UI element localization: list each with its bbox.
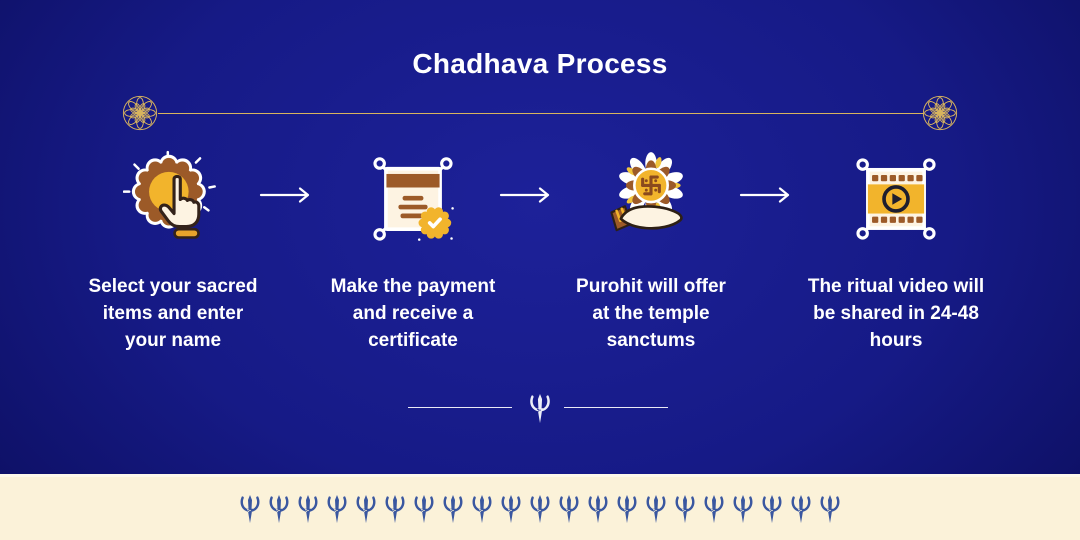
- caption-line: Purohit will offer: [576, 276, 726, 297]
- trident-icon: [414, 495, 434, 524]
- step-3-caption: Purohit will offer at the temple sanctum…: [526, 273, 776, 354]
- ritual-video-icon: [846, 150, 946, 250]
- caption-line: items and enter: [102, 303, 244, 324]
- right-arrow-icon: [499, 187, 550, 203]
- certificate-icon: [363, 150, 463, 250]
- trident-icon: [472, 495, 492, 524]
- caption-line: hours: [869, 330, 923, 351]
- caption-line: sanctums: [606, 330, 696, 351]
- caption-line: be shared in 24-48: [813, 303, 979, 324]
- right-arrow-icon: [739, 187, 790, 203]
- play-icon: [882, 185, 910, 213]
- footer-band: [0, 474, 1080, 540]
- step-4: The ritual video will be shared in 24-48…: [771, 150, 1021, 354]
- swastika-symbol: [641, 175, 661, 196]
- trident-icon: [530, 495, 550, 524]
- trident-icon: [733, 495, 753, 524]
- trident-icon: [617, 495, 637, 524]
- rosette-medallion-icon: [922, 95, 958, 131]
- trident-icon: [385, 495, 405, 524]
- tap-select-icon: [123, 150, 223, 250]
- caption-line: your name: [124, 330, 222, 351]
- gold-divider-line: [158, 113, 924, 114]
- trident-icon: [791, 495, 811, 524]
- right-arrow-icon: [259, 187, 310, 203]
- trident-icon: [327, 495, 347, 524]
- trident-icon: [240, 495, 260, 524]
- trishul-icon: [530, 394, 550, 424]
- caption-line: Select your sacred: [88, 276, 258, 297]
- step-3: Purohit will offer at the temple sanctum…: [526, 150, 776, 354]
- trident-icon: [501, 495, 521, 524]
- caption-line: at the temple: [592, 303, 710, 324]
- trident-icon: [269, 495, 289, 524]
- caption-line: certificate: [368, 330, 458, 351]
- trident-icon: [443, 495, 463, 524]
- caption-line: Make the payment: [330, 276, 496, 297]
- trident-icon: [356, 495, 376, 524]
- divider-line-right: [564, 407, 668, 408]
- caption-line: and receive a: [352, 303, 474, 324]
- trident-icon: [820, 495, 840, 524]
- trident-icon: [298, 495, 318, 524]
- trident-icon: [646, 495, 666, 524]
- step-1: Select your sacred items and enter your …: [48, 150, 298, 354]
- offering-hand-icon: [601, 150, 701, 250]
- page-title: Chadhava Process: [412, 48, 668, 79]
- step-1-caption: Select your sacred items and enter your …: [48, 273, 298, 354]
- trident-icon: [704, 495, 724, 524]
- step-2: Make the payment and receive a certifica…: [288, 150, 538, 354]
- divider-line-left: [408, 407, 512, 408]
- trident-icon: [762, 495, 782, 524]
- step-2-caption: Make the payment and receive a certifica…: [288, 273, 538, 354]
- trident-icon: [588, 495, 608, 524]
- rosette-medallion-icon: [122, 95, 158, 131]
- trident-icon: [675, 495, 695, 524]
- step-4-caption: The ritual video will be shared in 24-48…: [771, 273, 1021, 354]
- caption-line: The ritual video will: [807, 276, 985, 297]
- trident-icon: [559, 495, 579, 524]
- trident-row: [239, 493, 841, 524]
